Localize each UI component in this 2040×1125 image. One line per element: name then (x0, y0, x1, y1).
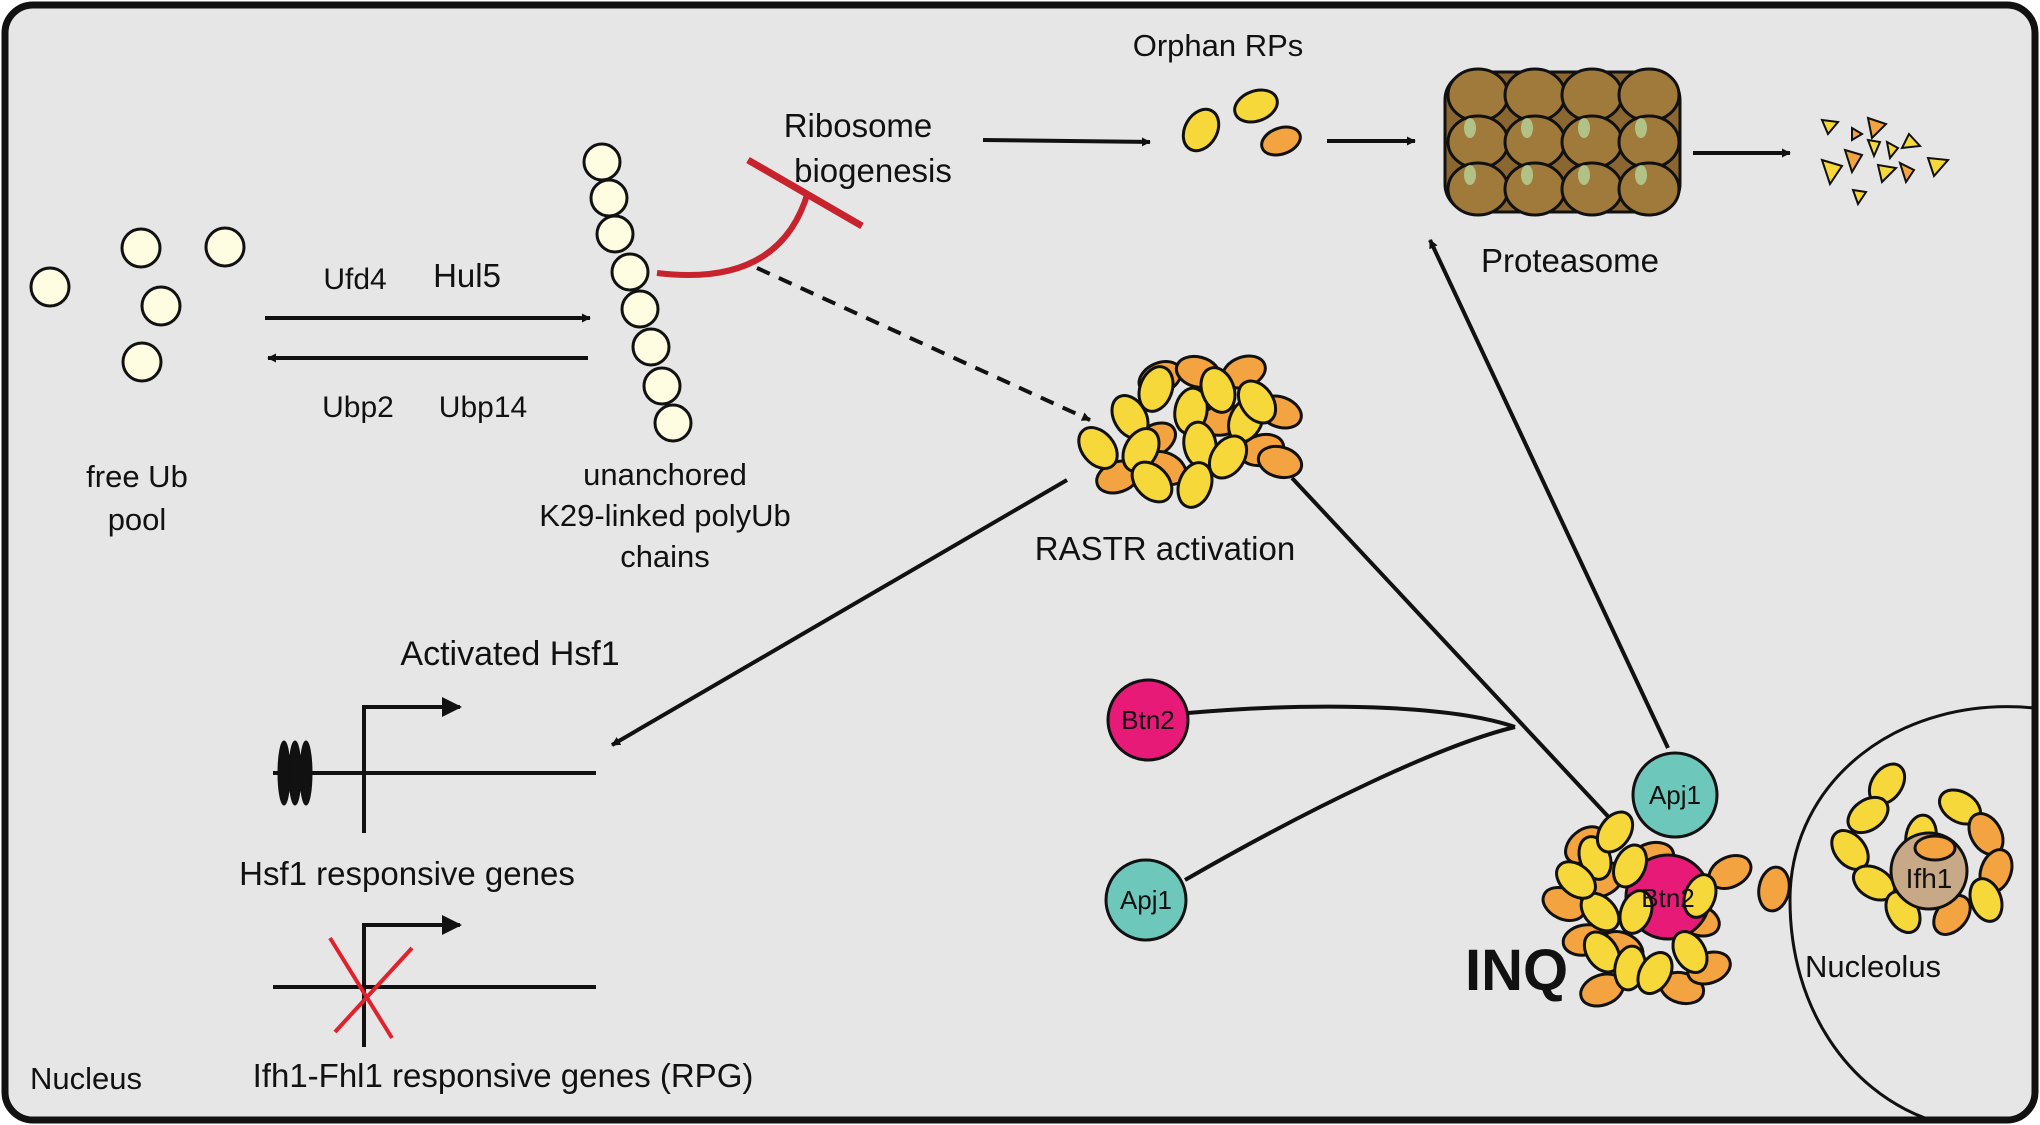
polyub-label-1: unanchored (583, 457, 747, 492)
rastr-to-hsf1-arrow (610, 478, 1069, 747)
btn2-curve (1187, 704, 1516, 729)
polyub-label-3: chains (620, 539, 710, 574)
proteasome (1443, 67, 1682, 217)
nucleolus-label: Nucleolus (1805, 949, 1941, 984)
nucleus-label: Nucleus (30, 1061, 142, 1096)
inq-label: INQ (1465, 938, 1568, 1003)
proteasome-label: Proteasome (1481, 242, 1659, 279)
ubp2-label: Ubp2 (322, 391, 394, 424)
ifh1-responsive-gene (273, 915, 596, 1047)
inq-apj1 (1631, 751, 1719, 839)
btn2-label: Btn2 (1121, 705, 1175, 735)
free-ub-pool (29, 226, 246, 383)
ribosome-biogenesis-label-2: biogenesis (794, 152, 952, 189)
apj1-node (1104, 858, 1188, 942)
apj1-label: Apj1 (1120, 885, 1172, 915)
orphan-rps-label: Orphan RPs (1133, 28, 1304, 63)
hul5-label: Hul5 (433, 257, 501, 294)
rastr-activation-label: RASTR activation (1035, 530, 1295, 567)
orphan-rps (1181, 88, 1302, 157)
ubp14-label: Ubp14 (439, 391, 527, 424)
hsf1-responsive-gene (273, 697, 596, 833)
polyub-label-2: K29-linked polyUb (539, 498, 791, 533)
ifh1-label: Ifh1 (1906, 863, 1953, 894)
free-ub-pool-label-1: free Ub (86, 459, 188, 494)
dashed-arrow-to-rastr (756, 266, 1091, 422)
inhibition-curve (656, 191, 811, 279)
degraded-fragments (1820, 116, 1951, 207)
nucleolus-boundary (1788, 705, 2035, 1120)
activated-hsf1-label: Activated Hsf1 (400, 635, 619, 673)
ifh1-genes-label: Ifh1-Fhl1 responsive genes (RPG) (253, 1057, 754, 1094)
free-ub-pool-label-2: pool (108, 502, 167, 537)
inq-btn2-label: Btn2 (1641, 883, 1695, 913)
rastr-to-inq-arrow (1290, 476, 1619, 828)
inq-apj1-label: Apj1 (1649, 780, 1701, 810)
apj1-curve (1184, 725, 1516, 882)
ufd4-label: Ufd4 (323, 263, 386, 296)
polyub-chain (582, 142, 693, 443)
inhibition-bar (746, 156, 864, 230)
apj1-to-proteasome-arrow (1428, 239, 1670, 749)
hsf1-genes-label: Hsf1 responsive genes (239, 855, 575, 892)
inq-yellow-proteins (1555, 810, 1718, 995)
ribosome-biogenesis-label-1: Ribosome (784, 107, 933, 144)
rastr-cluster (1077, 354, 1304, 509)
btn2-node (1106, 678, 1190, 762)
ifh1-bound-protein (1913, 834, 1957, 862)
biogenesis-arrow (982, 137, 1151, 147)
